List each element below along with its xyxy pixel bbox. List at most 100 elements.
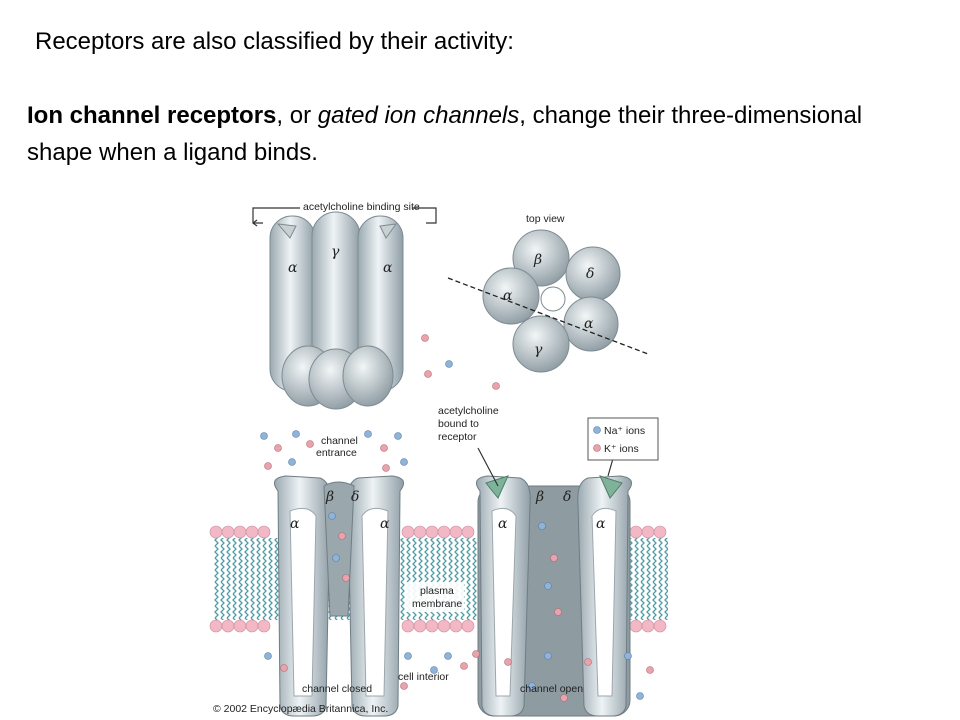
open-alpha-right: α — [596, 516, 606, 532]
k-ion — [554, 608, 562, 616]
lipid-head — [425, 525, 439, 539]
legend-na: Na⁺ ions — [604, 425, 645, 437]
na-ion — [364, 430, 372, 438]
lipid-head — [653, 525, 667, 539]
na-ion — [292, 430, 300, 438]
top-beta: β — [533, 252, 542, 268]
lipid-head — [449, 525, 463, 539]
na-ion — [264, 652, 272, 660]
lipid-head — [233, 619, 247, 633]
lipid-head — [641, 525, 655, 539]
na-ion — [332, 554, 340, 562]
lipid-head — [245, 619, 259, 633]
lipid-head — [629, 525, 643, 539]
lipid-head — [641, 619, 655, 633]
binding-site-label: acetylcholine binding site — [303, 201, 420, 213]
closed-alpha-left: α — [290, 516, 300, 532]
body-separator: , or — [276, 102, 318, 129]
ach-bound-label-1: acetylcholine — [438, 405, 499, 417]
na-ion — [636, 692, 644, 700]
ions-scatter — [260, 430, 654, 702]
lipid-head — [245, 525, 259, 539]
k-ion — [472, 650, 480, 658]
channel-open-label: channel open — [520, 683, 583, 695]
term-gated-ion-channels: gated ion channels — [317, 102, 520, 129]
slide-title: Receptors are also classified by their a… — [35, 28, 514, 55]
na-ion — [430, 666, 438, 674]
open-beta: β — [535, 489, 544, 505]
top-alpha-right: α — [584, 316, 594, 332]
k-ion — [560, 694, 568, 702]
channel-closed-illustration — [273, 475, 405, 717]
lipid-head — [437, 619, 451, 633]
k-ion — [504, 658, 512, 666]
top-delta: δ — [586, 266, 594, 282]
k-ion — [584, 658, 592, 666]
na-ion — [260, 432, 268, 440]
k-ion — [382, 464, 390, 472]
open-alpha-left: α — [498, 516, 508, 532]
na-ion — [544, 582, 552, 590]
side-alpha-left: α — [288, 260, 298, 276]
body-text: Ion channel receptors, or gated ion chan… — [27, 97, 927, 171]
lipid-head — [653, 619, 667, 633]
na-ion — [328, 512, 336, 520]
lipid-head — [401, 525, 415, 539]
lipid-head — [449, 619, 463, 633]
lipid-head — [413, 619, 427, 633]
closed-beta: β — [325, 489, 334, 505]
open-delta: δ — [563, 489, 571, 505]
k-ion — [274, 444, 282, 452]
k-ion — [338, 532, 346, 540]
na-ion — [404, 652, 412, 660]
k-ion — [280, 664, 288, 672]
receptor-figure: acetylcholine binding site α γ α top vie… — [208, 186, 670, 720]
k-ion — [264, 462, 272, 470]
k-ion — [550, 554, 558, 562]
top-alpha-left: α — [503, 288, 513, 304]
channel-open-illustration — [475, 475, 633, 717]
na-ion — [288, 458, 296, 466]
na-ion — [444, 652, 452, 660]
lipid-head — [233, 525, 247, 539]
top-view-label: top view — [526, 213, 565, 225]
channel-closed-label: channel closed — [302, 683, 372, 695]
copyright-notice: © 2002 Encyclopædia Britannica, Inc. — [213, 703, 388, 715]
closed-alpha-right: α — [380, 516, 390, 532]
k-ion — [342, 574, 350, 582]
body-rest: , change their three-dimensional shape w… — [27, 102, 863, 166]
lipid-head — [437, 525, 451, 539]
lipid-head — [629, 619, 643, 633]
legend-k: K⁺ ions — [604, 443, 639, 455]
k-ion — [460, 662, 468, 670]
ach-bound-label-3: receptor — [438, 431, 477, 443]
na-ion — [544, 652, 552, 660]
k-ion — [400, 682, 408, 690]
lipid-head — [209, 619, 223, 633]
lipid-head — [221, 525, 235, 539]
side-alpha-right: α — [383, 260, 393, 276]
ion-legend — [587, 417, 659, 461]
channel-entrance-label-1: channel — [321, 435, 358, 447]
receptor-side-view — [269, 211, 404, 410]
lipid-head — [425, 619, 439, 633]
lipid-head — [257, 525, 271, 539]
lipid-head — [413, 525, 427, 539]
lipid-head — [401, 619, 415, 633]
k-ion — [306, 440, 314, 448]
ions-top — [421, 334, 500, 390]
lipid-head — [221, 619, 235, 633]
na-ion — [528, 682, 536, 690]
plasma-membrane-label-1: plasma — [420, 585, 454, 597]
cell-interior-label: cell interior — [398, 671, 449, 683]
term-ion-channel-receptors: Ion channel receptors — [27, 102, 277, 129]
lipid-head — [461, 619, 475, 633]
closed-delta: δ — [351, 489, 359, 505]
side-gamma: γ — [331, 244, 340, 260]
top-gamma: γ — [534, 342, 543, 358]
plasma-membrane-label-2: membrane — [412, 598, 462, 610]
k-ion — [380, 444, 388, 452]
receptor-top-view — [447, 229, 649, 373]
receptor-illustration: acetylcholine binding site α γ α top vie… — [209, 200, 668, 717]
na-ion — [400, 458, 408, 466]
